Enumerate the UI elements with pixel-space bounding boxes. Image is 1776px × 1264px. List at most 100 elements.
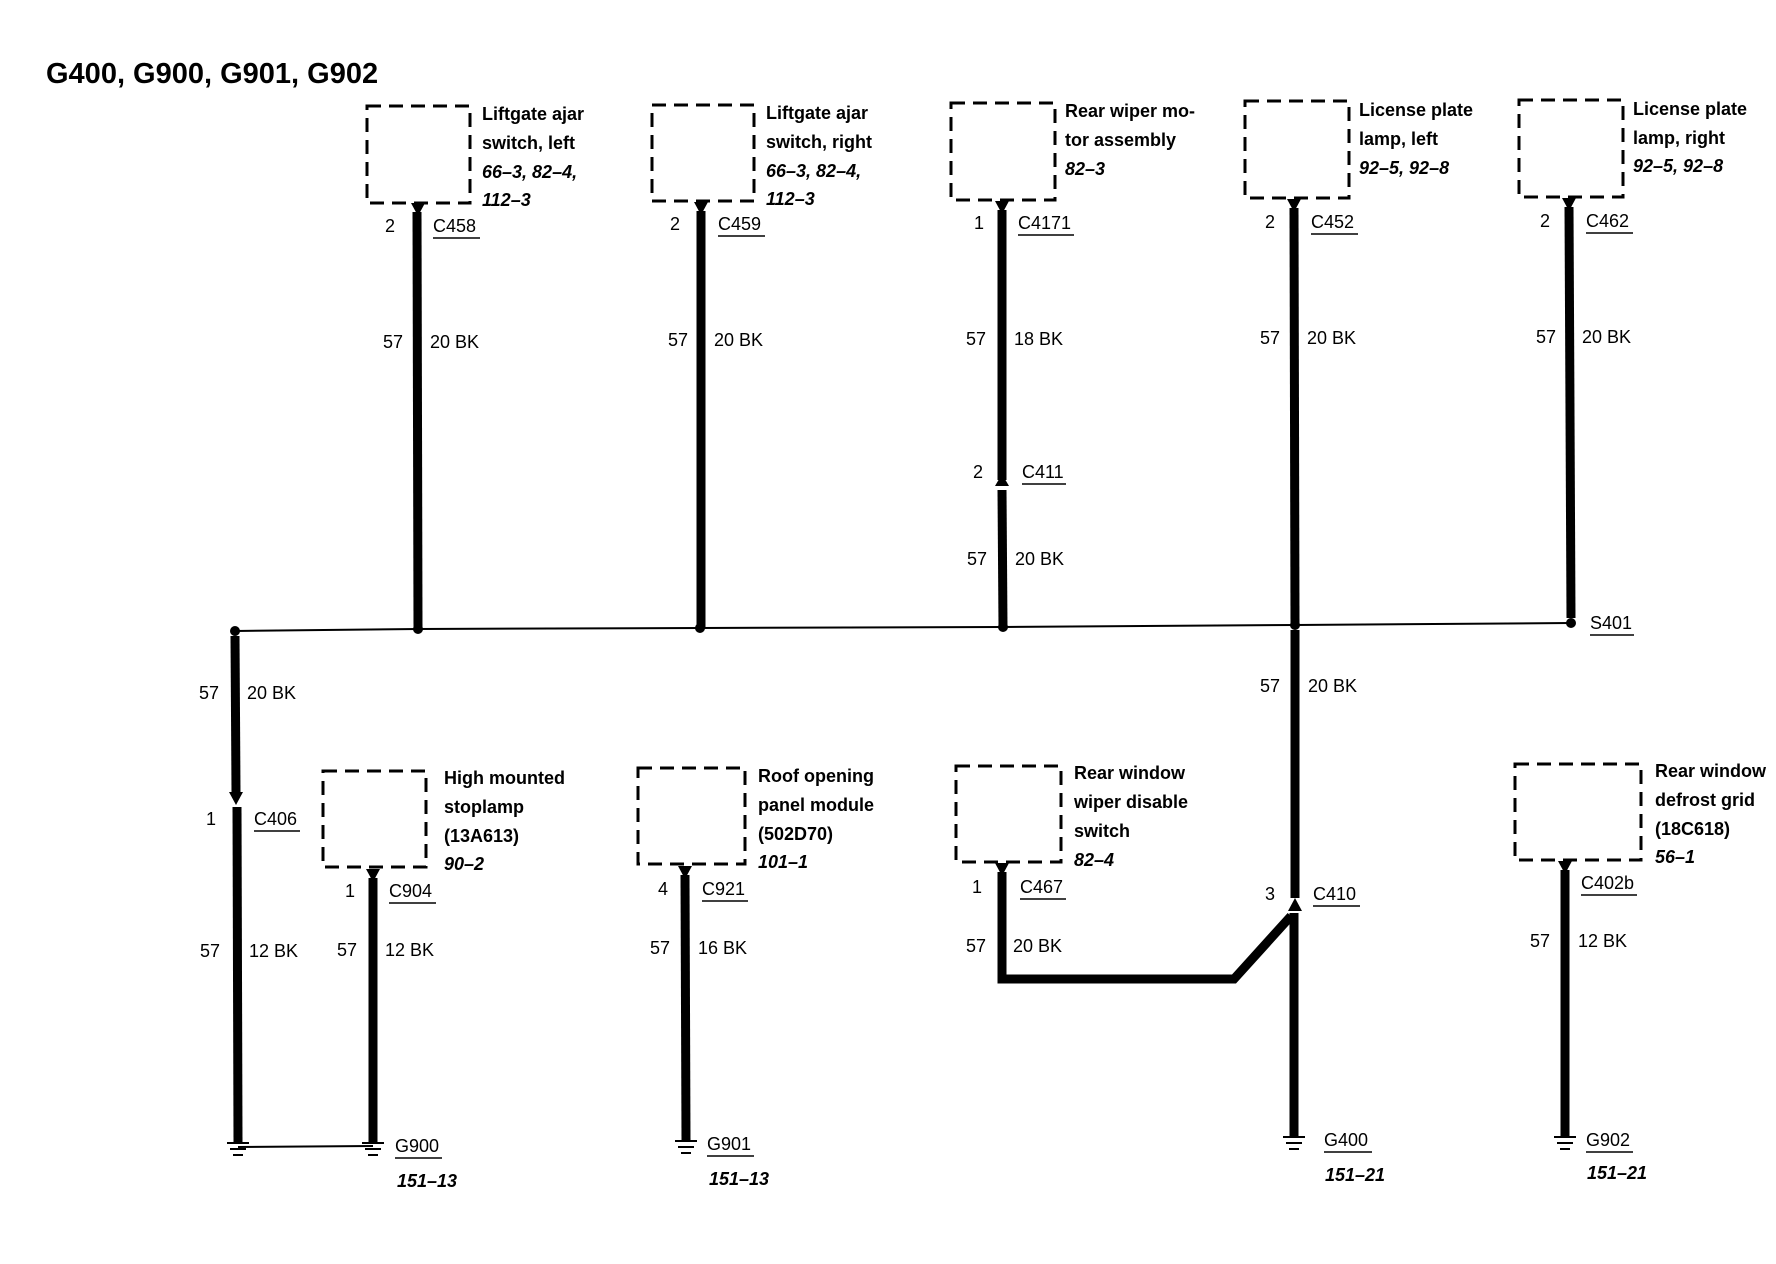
component-ref: 66–3, 82–4, [482, 162, 577, 182]
connector-c411-label: C411 [1022, 462, 1064, 482]
wire-gauge-color: 20 BK [1308, 676, 1357, 696]
component-name: switch [1074, 821, 1130, 841]
component-ref: 66–3, 82–4, [766, 161, 861, 181]
wire-circuit-number: 57 [383, 332, 403, 352]
wire-c921 [678, 866, 692, 1141]
component-name: Liftgate ajar [766, 103, 868, 123]
wire-gauge-color: 20 BK [1582, 327, 1631, 347]
component-name: wiper disable [1073, 792, 1188, 812]
connector-c462-label: C462 [1586, 211, 1629, 231]
component-rear-window-wiper-disable-switch: Rear window wiper disable switch 82–4 [954, 763, 1188, 870]
diagram-title: G400, G900, G901, G902 [46, 58, 378, 90]
component-name: lamp, left [1359, 129, 1438, 149]
component-name: Rear window [1074, 763, 1186, 783]
connector-c458-label: C458 [433, 216, 476, 236]
ground-symbol-icon [227, 1142, 249, 1156]
component-name: tor assembly [1065, 130, 1176, 150]
wire-gauge-color: 12 BK [1578, 931, 1627, 951]
wire-c4171 [995, 201, 1009, 480]
component-name: panel module [758, 795, 874, 815]
connector-pin: 1 [972, 877, 982, 897]
component-box [650, 103, 756, 203]
splice-bus [230, 618, 1576, 636]
wire-gauge-color: 12 BK [249, 941, 298, 961]
component-name: switch, right [766, 132, 872, 152]
component-ref: 82–4 [1074, 850, 1114, 870]
splice-s401-label: S401 [1590, 613, 1632, 633]
component-ref: 56–1 [1655, 847, 1695, 867]
wire-gauge-color: 12 BK [385, 940, 434, 960]
component-name: stoplamp [444, 797, 524, 817]
connector-c459-label: C459 [718, 214, 761, 234]
wire-c462 [1562, 198, 1576, 619]
wire-bus-to-c410 [1288, 630, 1302, 911]
wire-circuit-number: 57 [668, 330, 688, 350]
wire-gauge-color: 16 BK [698, 938, 747, 958]
wire-circuit-number: 57 [199, 683, 219, 703]
component-name: Roof opening [758, 766, 874, 786]
wire-circuit-number: 57 [967, 549, 987, 569]
component-box [949, 101, 1057, 202]
wire-circuit-number: 57 [966, 936, 986, 956]
component-ref: 92–5, 92–8 [1633, 156, 1723, 176]
wire-gauge-color: 20 BK [1013, 936, 1062, 956]
component-name: Rear wiper mo- [1065, 101, 1195, 121]
connector-pin: 1 [206, 809, 216, 829]
connector-c467-label: C467 [1020, 877, 1063, 897]
component-license-plate-lamp-right: License plate lamp, right 92–5, 92–8 [1517, 98, 1747, 199]
component-high-mounted-stoplamp: High mounted stoplamp (13A613) 90–2 [321, 768, 565, 874]
ground-symbol-icon [1554, 1136, 1576, 1150]
component-ref: 92–5, 92–8 [1359, 158, 1449, 178]
connector-pin: 1 [974, 213, 984, 233]
ground-ref: 151–21 [1325, 1165, 1385, 1185]
component-ref: 112–3 [482, 190, 531, 210]
component-box [954, 764, 1063, 864]
wire-bus-to-c406 [229, 635, 243, 805]
ground-ref: 151–13 [709, 1169, 769, 1189]
connector-c406-label: C406 [254, 809, 297, 829]
wire-c459 [694, 202, 708, 628]
component-box [365, 104, 472, 205]
wire-gauge-color: 20 BK [430, 332, 479, 352]
component-box [321, 769, 428, 869]
connector-pin: 2 [1265, 212, 1275, 232]
ground-g901-label: G901 [707, 1134, 751, 1154]
ground-g902-label: G902 [1586, 1130, 1630, 1150]
connector-c921-label: C921 [702, 879, 745, 899]
ground-g400-label: G400 [1324, 1130, 1368, 1150]
connector-pin: 4 [658, 879, 668, 899]
connector-pin: 2 [973, 462, 983, 482]
component-ref: 101–1 [758, 852, 808, 872]
wire-c452 [1287, 199, 1301, 626]
component-name: defrost grid [1655, 790, 1755, 810]
wire-c406-to-g900 [232, 806, 243, 1143]
wire-circuit-number: 57 [650, 938, 670, 958]
wire-circuit-number: 57 [1536, 327, 1556, 347]
connector-pin: 1 [345, 881, 355, 901]
component-name: Rear window [1655, 761, 1767, 781]
component-ref: 90–2 [444, 854, 484, 874]
component-rear-window-defrost-grid: Rear window defrost grid (18C618) 56–1 [1513, 761, 1767, 867]
wire-circuit-number: 57 [337, 940, 357, 960]
connector-c410-label: C410 [1313, 884, 1356, 904]
connector-pin: 2 [1540, 211, 1550, 231]
component-name: lamp, right [1633, 128, 1725, 148]
ground-ref: 151–13 [397, 1171, 457, 1191]
component-name: (18C618) [1655, 819, 1730, 839]
wire-circuit-number: 57 [1260, 328, 1280, 348]
ground-symbol-icon [362, 1142, 384, 1156]
component-name: License plate [1633, 99, 1747, 119]
component-roof-opening-panel-module: Roof opening panel module (502D70) 101–1 [636, 766, 874, 872]
component-rear-wiper-motor-assembly: Rear wiper mo- tor assembly 82–3 [949, 101, 1195, 202]
component-ref: 82–3 [1065, 159, 1105, 179]
wire-c904 [366, 869, 380, 1142]
connector-c402b-label: C402b [1581, 873, 1634, 893]
connector-pin: 2 [385, 216, 395, 236]
wire-c402b [1558, 861, 1572, 1136]
component-box [1517, 98, 1625, 199]
ground-symbol-icon [1283, 1136, 1305, 1150]
component-name: switch, left [482, 133, 575, 153]
ground-g900-label: G900 [395, 1136, 439, 1156]
wire-c458 [411, 203, 425, 630]
